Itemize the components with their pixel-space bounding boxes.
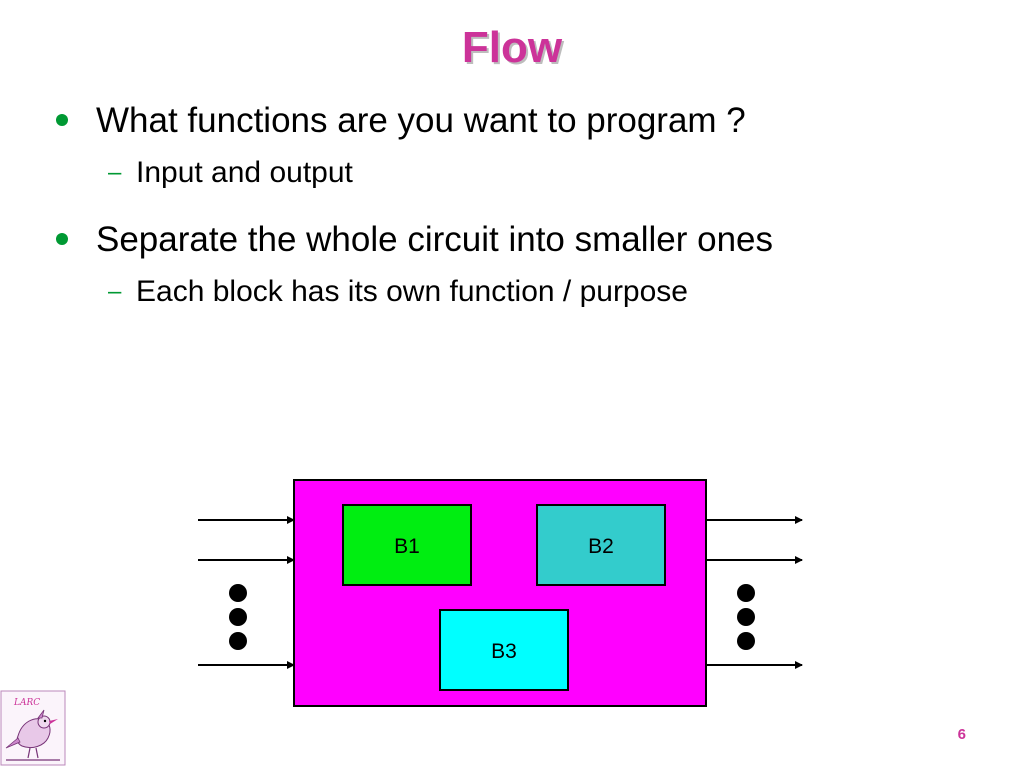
ellipsis-dot-icon: [229, 632, 247, 650]
bullet-1-text: What functions are you want to program ?: [96, 101, 746, 140]
slide-title: Flow: [461, 23, 563, 72]
ellipsis-dot-icon: [229, 584, 247, 602]
ellipsis-dot-icon: [737, 584, 755, 602]
block-b2: [536, 504, 666, 586]
sub-bullet-2: – Each block has its own function / purp…: [108, 274, 688, 310]
ellipsis-dot-icon: [737, 632, 755, 650]
page-number: 6: [957, 726, 966, 743]
bullet-2-text: Separate the whole circuit into smaller …: [96, 220, 774, 259]
ellipsis-dot-icon: [229, 608, 247, 626]
sub-bullet-1: – Input and output: [108, 155, 353, 191]
dash-icon: –: [108, 159, 122, 186]
bullet-dot-icon: [56, 114, 68, 126]
larc-bird-logo: LARC: [0, 690, 66, 766]
dash-icon: –: [108, 278, 122, 305]
block-b3: [439, 609, 569, 691]
sub-bullet-2-text: Each block has its own function / purpos…: [136, 275, 688, 308]
bullet-dot-icon: [56, 233, 68, 245]
sub-bullet-1-text: Input and output: [136, 156, 353, 189]
bullet-1: What functions are you want to program ?: [56, 100, 746, 142]
block-b1-label: B1: [394, 535, 420, 558]
logo-text: LARC: [13, 698, 40, 708]
block-b2-label: B2: [588, 535, 614, 558]
ellipsis-dot-icon: [737, 608, 755, 626]
bullet-2: Separate the whole circuit into smaller …: [56, 219, 774, 261]
block-b3-label: B3: [491, 640, 517, 663]
block-b1: [342, 504, 472, 586]
